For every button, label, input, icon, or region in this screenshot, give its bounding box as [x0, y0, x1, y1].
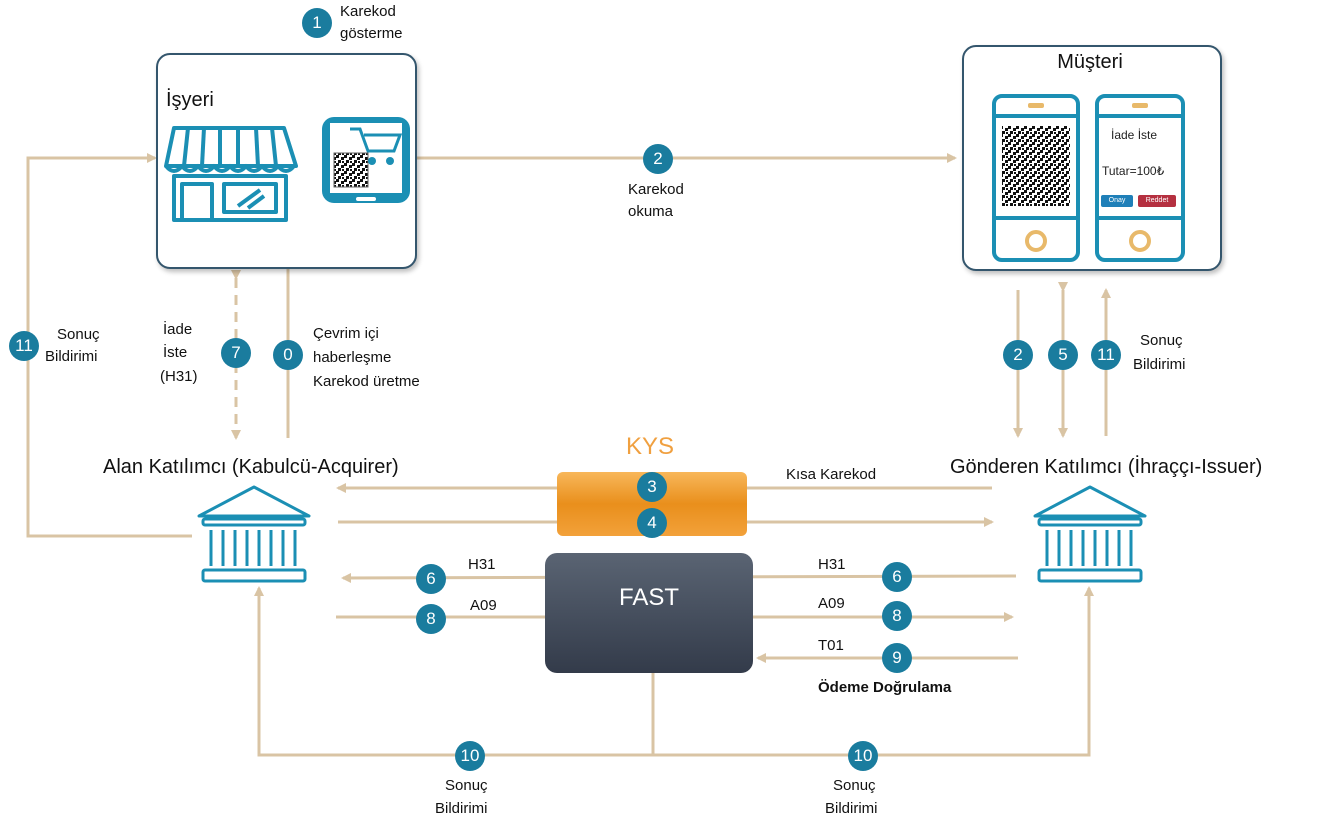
step-11-badge-left: 11 [9, 331, 39, 361]
customer-phone-qr [992, 94, 1080, 262]
step-6-left-label: H31 [468, 556, 496, 573]
step-1-badge: 1 [302, 8, 332, 38]
step-6-badge-right: 6 [882, 562, 912, 592]
step-4-badge: 4 [637, 508, 667, 538]
step-10-badge-left: 10 [455, 741, 485, 771]
step-0-line2: haberleşme [313, 349, 392, 366]
tablet-pos-icon [322, 117, 410, 203]
acquirer-title: Alan Katılımcı (Kabulcü-Acquirer) [103, 456, 399, 478]
step-3-badge: 3 [637, 472, 667, 502]
step-7-line1: İade [163, 321, 193, 338]
customer-phone-confirm [1095, 94, 1185, 262]
step-10-left-line2: Bildirimi [435, 800, 488, 817]
step-2-badge-right: 2 [1003, 340, 1033, 370]
step-10-badge-right: 10 [848, 741, 878, 771]
phone-refund-request-text: İade İste [1111, 128, 1158, 142]
step-11-left-line1: Sonuç [57, 326, 100, 343]
step-8-badge-left: 8 [416, 604, 446, 634]
merchant-title: İşyeri [166, 89, 214, 111]
step-11-left-line2: Bildirimi [45, 348, 98, 365]
step-0-badge: 0 [273, 340, 303, 370]
phone-amount-text: Tutar=100₺ [1102, 164, 1165, 178]
step-2-label-line1: Karekod [628, 181, 684, 198]
step-10-left-line1: Sonuç [445, 777, 488, 794]
step-8-right-label: A09 [818, 595, 845, 612]
shop-icon [164, 126, 298, 222]
step-0-line3: Karekod üretme [313, 373, 420, 390]
phone-approve-button[interactable]: Onay [1101, 195, 1133, 207]
step-6-badge-left: 6 [416, 564, 446, 594]
step-5-badge: 5 [1048, 340, 1078, 370]
fast-title: FAST [618, 584, 679, 611]
step-9-label: T01 [818, 637, 844, 654]
step-11-badge-right: 11 [1091, 340, 1121, 370]
fast-box [545, 553, 753, 673]
step-11-right-line2: Bildirimi [1133, 356, 1186, 373]
issuer-title: Gönderen Katılımcı (İhraççı-Issuer) [950, 456, 1263, 478]
step-6-right-label: H31 [818, 556, 846, 573]
acquirer-bank-icon [197, 485, 311, 583]
step-7-line2: İste [163, 344, 188, 361]
arrow-fast-to-issuer-result [653, 586, 1094, 757]
step-2-label-line2: okuma [628, 203, 674, 220]
step-8-left-label: A09 [470, 597, 497, 614]
step-10-right-line2: Bildirimi [825, 800, 878, 817]
step-1-label-line2: gösterme [340, 25, 403, 42]
step-3-label: Kısa Karekod [786, 466, 877, 483]
step-1-label-line1: Karekod [340, 3, 396, 20]
step-11-right-line1: Sonuç [1140, 332, 1183, 349]
step-0-line1: Çevrim içi [313, 325, 379, 342]
step-10-right-line1: Sonuç [833, 777, 876, 794]
step-7-badge: 7 [221, 338, 251, 368]
step-2-badge-top: 2 [643, 144, 673, 174]
step-8-badge-right: 8 [882, 601, 912, 631]
customer-title: Müşteri [1057, 51, 1123, 73]
step-9-caption: Ödeme Doğrulama [818, 679, 952, 696]
step-9-badge: 9 [882, 643, 912, 673]
kys-title: KYS [625, 433, 675, 460]
step-7-line3: (H31) [160, 368, 198, 385]
issuer-bank-icon [1033, 485, 1147, 583]
phone-reject-button[interactable]: Reddet [1138, 195, 1176, 207]
